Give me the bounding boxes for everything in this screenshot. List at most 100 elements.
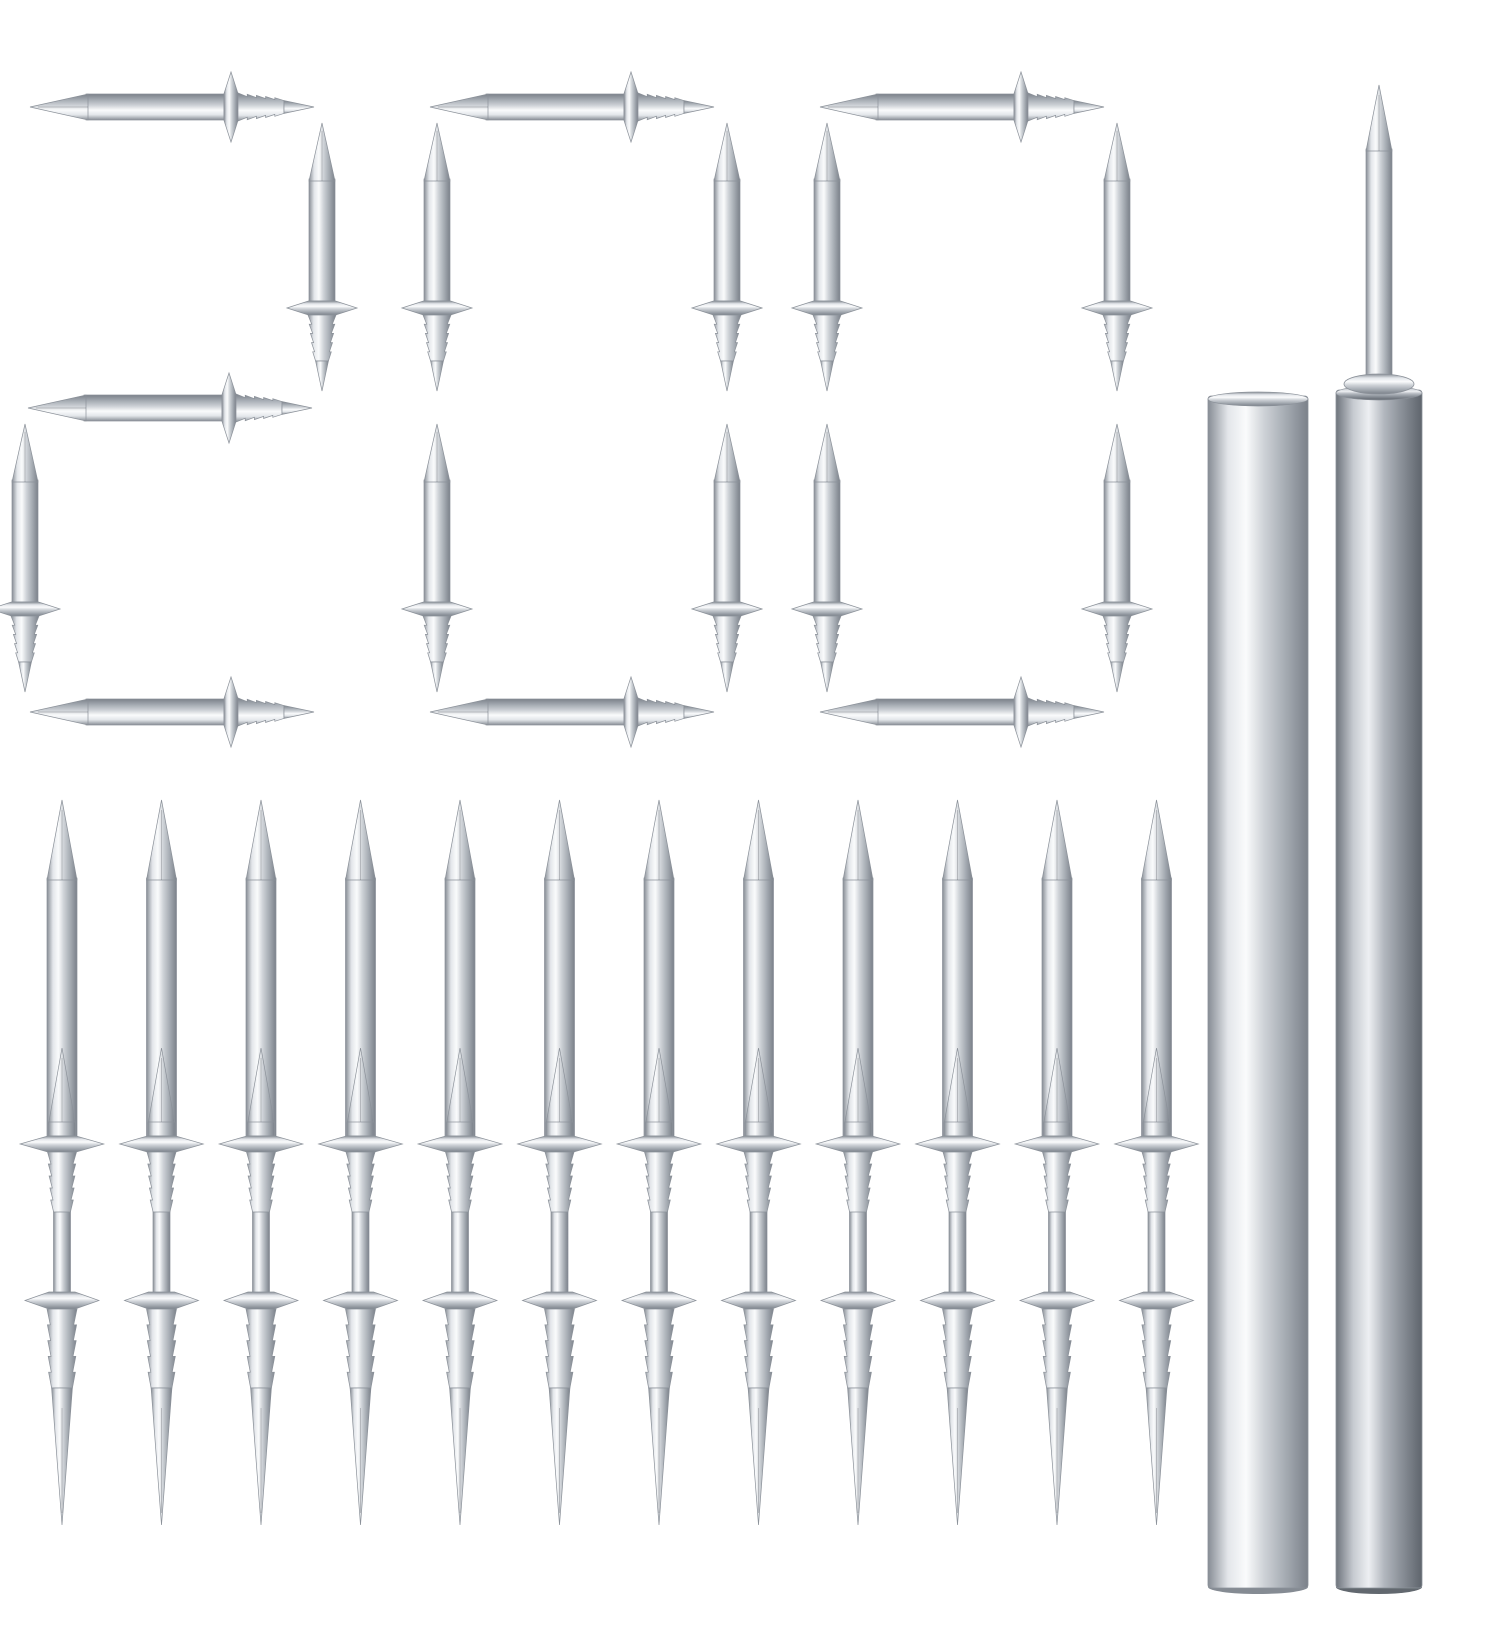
nail-tip [819, 698, 879, 726]
nail-flange [400, 601, 474, 617]
bottom-flange [819, 1291, 897, 1310]
double-head-nail [0, 423, 62, 693]
front-nail-flange [516, 1135, 603, 1153]
nail-shaft [813, 479, 841, 603]
nail-flange [223, 675, 239, 749]
bottom-point [747, 1387, 770, 1526]
nail-ribs [1027, 697, 1075, 727]
nail-ribs [422, 314, 452, 362]
bottom-point [349, 1387, 372, 1526]
bottom-flange [919, 1291, 996, 1310]
setter-pin-tip [1365, 84, 1393, 152]
nail-pair [715, 799, 802, 1526]
bottom-ribs [743, 1308, 774, 1389]
nail-tip [713, 122, 741, 182]
nail-flange [1013, 70, 1029, 144]
front-nail-flange [217, 1135, 305, 1153]
double-head-nail [819, 70, 1105, 144]
bottom-ribs [544, 1308, 575, 1389]
bottom-flange [222, 1291, 300, 1310]
tube-body [1207, 395, 1309, 1589]
nail-point [1073, 705, 1105, 719]
nail-pair [118, 799, 205, 1526]
front-nail-flange [1113, 1135, 1200, 1153]
front-nail-shaft [943, 1121, 972, 1137]
nail-shaft [83, 394, 223, 422]
digit-0-1 [400, 70, 764, 749]
nail-point [720, 661, 734, 693]
bottom-ribs [146, 1308, 177, 1389]
nail-shaft [813, 178, 841, 302]
front-nail-ribs [345, 1151, 376, 1213]
lower-shaft [152, 1209, 171, 1297]
front-nail-shaft [645, 1121, 673, 1137]
nail-tip [1103, 423, 1131, 483]
front-nail-ribs [644, 1151, 674, 1213]
bottom-ribs [46, 1308, 78, 1389]
nail-tip [713, 423, 741, 483]
lower-shaft [451, 1209, 469, 1297]
front-nail-flange [18, 1135, 106, 1153]
nail-flange [0, 601, 62, 617]
nail-tip [819, 93, 879, 121]
bottom-flange [1118, 1291, 1195, 1310]
digit-2-0 [0, 70, 359, 749]
front-nail-ribs [47, 1151, 77, 1213]
double-head-nail [819, 675, 1105, 749]
nail-flange [690, 601, 764, 617]
front-nail-flange [615, 1135, 703, 1153]
front-nail-ribs [843, 1151, 873, 1213]
back-pin-tip [643, 799, 675, 881]
nail-shaft [423, 479, 451, 603]
front-nail-ribs [1042, 1151, 1072, 1213]
front-nail-ribs [445, 1151, 475, 1213]
double-head-nail [27, 371, 313, 445]
nail-ribs [237, 92, 285, 122]
double-head-nail [29, 675, 315, 749]
front-nail-ribs [743, 1151, 774, 1213]
nail-shaft [423, 178, 451, 302]
nail-flange [223, 70, 239, 144]
nail-ribs [10, 615, 40, 663]
nail-ribs [637, 697, 685, 727]
double-head-nail [690, 423, 764, 693]
bottom-flange [421, 1291, 499, 1310]
nail-point [720, 360, 734, 392]
nail-point [1110, 360, 1124, 392]
nail-flange [1080, 300, 1154, 316]
front-nail-flange [118, 1135, 205, 1153]
bottom-flange [620, 1291, 698, 1310]
setter-pin-shaft [1365, 148, 1393, 385]
number-200-nail-arrangement [0, 70, 1154, 749]
front-nail-ribs [942, 1151, 973, 1213]
front-nail-shaft [1043, 1121, 1071, 1137]
nail-tip [423, 423, 451, 483]
front-nail-ribs [246, 1151, 276, 1213]
nail-flange [400, 300, 474, 316]
nail-pair [317, 799, 404, 1526]
back-pin-tip [146, 799, 177, 881]
nail-ribs [712, 615, 742, 663]
nail-flange [1080, 601, 1154, 617]
bottom-ribs [444, 1308, 476, 1389]
double-head-nail [1080, 122, 1154, 392]
front-nail-shaft [446, 1121, 474, 1137]
nail-flange [623, 675, 639, 749]
nail-ribs [237, 697, 285, 727]
nail-ribs [307, 314, 337, 362]
nail-pair [416, 799, 504, 1526]
nail-flange [285, 300, 359, 316]
front-nail-shaft [48, 1121, 76, 1137]
nail-tip [308, 122, 336, 182]
front-nail-ribs [1141, 1151, 1172, 1213]
bottom-flange [720, 1291, 797, 1310]
nail-shaft [875, 698, 1015, 726]
back-pin-tip [1041, 799, 1073, 881]
nail-flange [690, 300, 764, 316]
nail-ribs [812, 615, 842, 663]
nail-tip [813, 122, 841, 182]
bottom-point [1046, 1387, 1068, 1526]
nail-pair [814, 799, 902, 1526]
nail-point [18, 661, 32, 693]
